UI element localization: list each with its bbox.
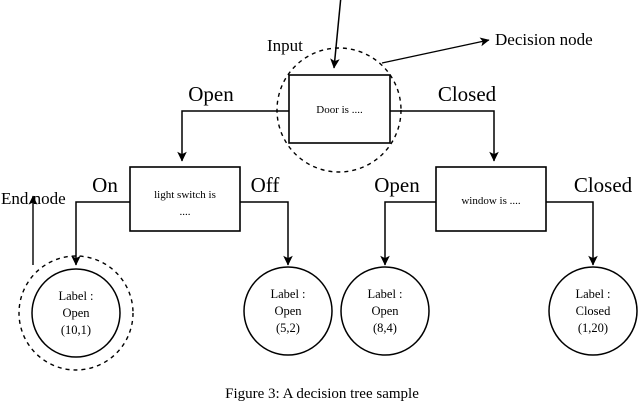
leaf-2-label-line2: Open [274,304,302,318]
decision-node-annotation: Decision node [495,30,593,49]
edge-root-to-window [390,110,499,162]
leaf-node-2[interactable] [243,266,333,356]
leaf-node-4[interactable] [548,266,638,356]
leaf-4-label-line1: Label : [575,287,610,301]
leaf-2-label-line3: (5,2) [276,321,300,335]
edge-label-root-right: Closed [438,82,497,106]
leaf-2-label-line1: Label : [270,287,305,301]
leaf-3-label-line3: (8,4) [373,321,397,335]
edge-label-window-closed: Closed [574,173,633,197]
root-node-label: Door is .... [316,104,363,116]
leaf-1-label-line3: (10,1) [61,323,91,337]
light-switch-node-label-line1: light switch is [154,189,216,201]
edge-label-light-switch-on: On [92,173,118,197]
edge-window-to-leaf-3 [380,201,436,266]
figure-caption: Figure 3: A decision tree sample [225,386,419,402]
leaf-4-label-line2: Closed [576,304,611,318]
root-node-box[interactable] [288,74,391,144]
edge-label-light-switch-off: Off [251,173,280,197]
window-node-label: window is .... [461,195,521,207]
edge-label-root-left: Open [188,82,234,106]
input-annotation: Input [267,36,303,55]
decision-node-highlight-circle [276,47,402,173]
light-switch-node-box[interactable] [129,166,241,232]
input-arrow [330,0,342,69]
leaf-3-label-line2: Open [371,304,399,318]
window-node-box[interactable] [435,166,547,232]
edge-window-to-leaf-4 [546,201,598,266]
edge-label-window-open: Open [374,173,420,197]
end-node-highlight-circle [18,255,134,371]
edge-light-switch-to-leaf-2 [240,201,293,266]
edge-light-switch-to-leaf-1 [71,201,130,266]
leaf-1-label-line1: Label : [58,289,93,303]
leaf-3-label-line1: Label : [367,287,402,301]
leaf-4-label-line3: (1,20) [578,321,608,335]
leaf-node-1[interactable] [31,268,121,358]
decision-node-pointer [381,37,490,64]
leaf-1-label-line2: Open [62,306,90,320]
end-node-annotation: End node [1,189,66,208]
light-switch-node-label-line2: .... [180,206,191,218]
edge-root-to-light-switch [177,110,289,162]
leaf-node-3[interactable] [340,266,430,356]
